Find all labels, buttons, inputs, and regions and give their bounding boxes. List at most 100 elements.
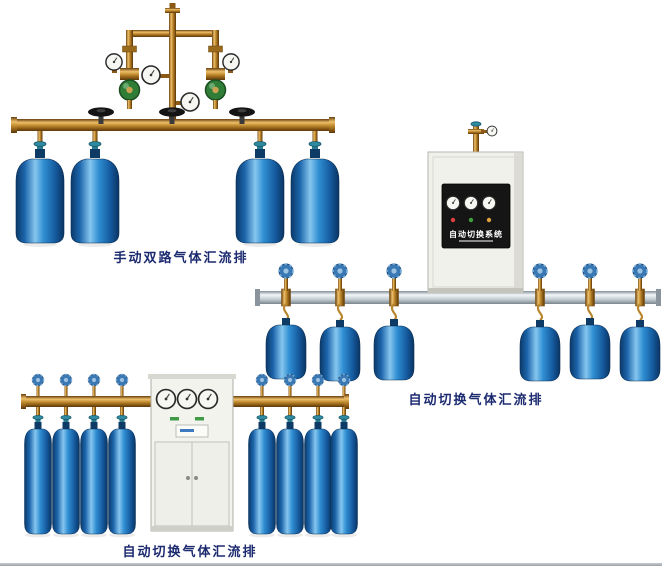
center-riser-pipe: [169, 10, 176, 120]
bottom-divider: [0, 563, 662, 566]
valve-stem: [64, 385, 68, 396]
cylinder-station: [80, 373, 108, 538]
pigtail-hose: [390, 303, 398, 321]
cylinder-station: [319, 263, 361, 382]
control-cabinet: 自动切换系统: [427, 151, 524, 293]
cylinder-valve-wheel: [582, 263, 598, 279]
cylinder-valve-wheel: [31, 373, 45, 387]
pressure-gauge: [222, 53, 240, 71]
gas-cylinder: [304, 421, 332, 535]
regulator-station-left: [105, 53, 141, 109]
gas-cylinder: [265, 317, 307, 380]
panel-display-line: [180, 429, 194, 432]
knob-highlight: [209, 83, 215, 89]
regulator-body: [120, 68, 139, 80]
gas-cylinder: [619, 319, 661, 382]
cylinder-valve-wheel: [283, 373, 297, 387]
pipe-coupler: [635, 288, 645, 307]
pipe-end-cap: [656, 289, 661, 306]
indicator-light: [486, 217, 492, 223]
cylinder-station: [569, 263, 611, 380]
valve-stem: [284, 276, 288, 291]
cylinder-station: [330, 373, 358, 538]
drop-pipe: [120, 407, 124, 418]
gas-cylinder: [235, 148, 285, 244]
union-nut: [122, 45, 137, 53]
drop-pipe: [92, 131, 98, 146]
top-cap: [169, 3, 176, 8]
pipe-end-cap: [255, 289, 260, 306]
gas-cylinder: [373, 318, 415, 381]
pressure-gauge: [141, 65, 161, 85]
valve-stem: [538, 276, 542, 291]
pipe-coupler: [535, 288, 545, 307]
cabinet-door: [191, 441, 230, 527]
cylinder-station: [619, 263, 661, 382]
caption-manual-dual-manifold: 手动双路气体汇流排: [113, 251, 249, 266]
cylinder-station: [265, 263, 307, 380]
cylinder-valve-wheel: [115, 373, 129, 387]
cylinder-station: [15, 131, 65, 247]
gas-cylinder: [24, 421, 52, 535]
pressure-gauge: [155, 388, 177, 410]
cylinder-valve-wheel: [278, 263, 294, 279]
cabinet-top-valve: [470, 121, 482, 127]
cylinder-station: [52, 373, 80, 538]
pigtail-hose: [586, 303, 594, 321]
pressure-gauge: [486, 125, 498, 137]
gas-cylinder: [519, 319, 561, 382]
drop-pipe: [37, 131, 43, 146]
pipe-coupler: [335, 288, 345, 307]
valve-stem: [288, 385, 292, 396]
cylinder-valve-wheel: [532, 263, 548, 279]
gas-cylinder: [290, 148, 340, 244]
drop-pipe: [92, 407, 96, 418]
pigtail-hose: [536, 303, 544, 321]
pressure-gauge: [176, 388, 198, 410]
cabinet-plinth: [428, 288, 523, 293]
cylinder-station: [108, 373, 136, 538]
valve-stem: [338, 276, 342, 291]
cabinet-plinth: [151, 526, 233, 531]
gas-cylinder: [15, 148, 65, 244]
cabinet-panel-label: 自动切换系统: [449, 229, 503, 239]
knob-hub: [126, 86, 133, 94]
cabinet-top-pipe: [473, 126, 479, 153]
cabinet-top-fitting: [468, 129, 484, 134]
gas-cylinder: [80, 421, 108, 535]
valve-stem: [638, 276, 642, 291]
cylinder-valve-wheel: [59, 373, 73, 387]
panel-gauge: [445, 195, 461, 211]
control-cabinet: [148, 374, 236, 532]
gas-cylinder: [248, 421, 276, 535]
drop-pipe: [36, 407, 40, 418]
cylinder-station: [519, 263, 561, 382]
pipe-coupler: [585, 288, 595, 307]
cylinder-valve-wheel: [337, 373, 351, 387]
drop-pipe: [260, 407, 264, 418]
pipe-end-cap: [21, 394, 26, 409]
door-handle: [186, 476, 190, 480]
regulator-stem: [213, 100, 218, 109]
valve-stem: [260, 385, 264, 396]
cylinder-station: [290, 131, 340, 247]
cylinder-station: [70, 131, 120, 247]
cylinder-valve-wheel: [632, 263, 648, 279]
gas-cylinder: [70, 148, 120, 244]
caption-auto-switch-floor-manifold: 自动切换气体汇流排: [122, 545, 258, 560]
pipe-end-cap: [11, 117, 17, 133]
drop-pipe: [342, 407, 346, 418]
cylinder-valve-wheel: [386, 263, 402, 279]
pressure-gauge: [197, 388, 219, 410]
pipe-coupler: [389, 288, 399, 307]
cabinet-top-cap: [148, 374, 236, 379]
cylinder-valve-wheel: [255, 373, 269, 387]
top-flange: [165, 8, 180, 13]
valve-stem: [120, 385, 124, 396]
door-handle: [194, 476, 198, 480]
gas-cylinder: [319, 319, 361, 382]
drop-pipe: [288, 407, 292, 418]
panel-gauge: [481, 195, 497, 211]
drop-pipe: [312, 131, 318, 146]
manifold-pipe: [14, 119, 332, 131]
